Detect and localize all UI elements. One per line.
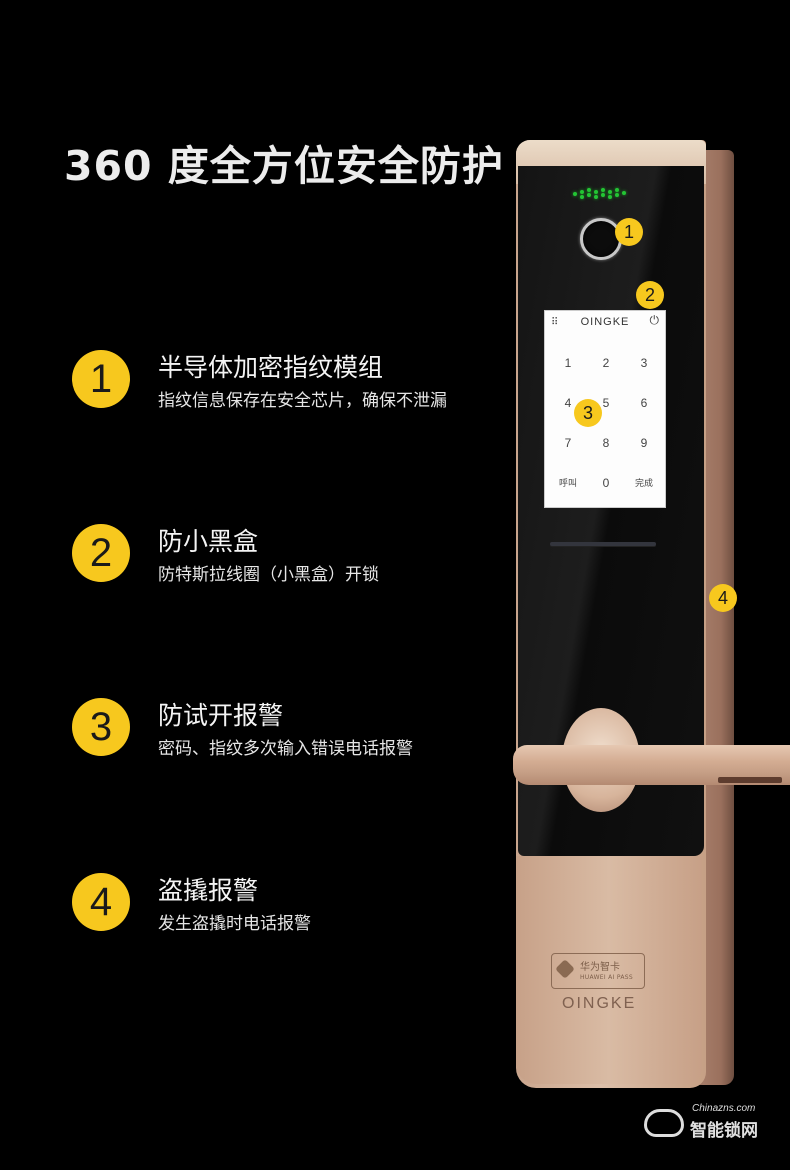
feature-description: 密码、指纹多次输入错误电话报警 xyxy=(158,739,413,759)
watermark-name: 智能锁网 xyxy=(690,1121,758,1141)
number-badge: 4 xyxy=(72,873,130,931)
huawei-pass-icon xyxy=(555,959,575,979)
cloud-logo-icon xyxy=(644,1109,684,1137)
watermark: Chinazns.com 智能锁网 xyxy=(644,1103,784,1143)
feature-title: 防试开报警 xyxy=(158,701,284,730)
feature-item-3: 3 防试开报警 密码、指纹多次输入错误电话报警 xyxy=(72,696,512,766)
number-badge: 3 xyxy=(72,698,130,756)
power-icon: ⏻ xyxy=(649,313,660,327)
lock-lower-plate xyxy=(516,856,702,1084)
touch-screen: ⠿ OINGKE ⏻ 1 2 3 4 5 6 7 8 9 呼叫 0 完成 xyxy=(544,310,666,508)
feature-item-2: 2 防小黑盒 防特斯拉线圈（小黑盒）开锁 xyxy=(72,522,512,592)
marker-4: 4 xyxy=(709,584,737,612)
key-7: 7 xyxy=(564,436,572,450)
handle-slot xyxy=(718,777,782,783)
key-1: 1 xyxy=(564,356,572,370)
key-4: 4 xyxy=(564,396,572,410)
feature-title: 半导体加密指纹模组 xyxy=(158,353,384,382)
screen-brand: OINGKE xyxy=(580,316,630,328)
fingerprint-sensor-icon xyxy=(580,218,622,260)
number-badge: 2 xyxy=(72,524,130,582)
plate-brand-logo: OINGKE xyxy=(562,995,637,1012)
key-done: 完成 xyxy=(634,478,653,488)
huawei-pass-label: 华为智卡 HUAWEI AI PASS xyxy=(551,953,645,989)
feature-title: 防小黑盒 xyxy=(158,527,259,556)
feature-description: 指纹信息保存在安全芯片，确保不泄漏 xyxy=(158,391,447,411)
page-title: 360 度全方位安全防护 xyxy=(64,142,504,190)
led-indicator-icon xyxy=(573,188,629,200)
key-6: 6 xyxy=(640,396,648,410)
feature-item-4: 4 盗撬报警 发生盗撬时电话报警 xyxy=(72,871,512,941)
feature-description: 防特斯拉线圈（小黑盒）开锁 xyxy=(158,565,379,585)
keypad: 1 2 3 4 5 6 7 8 9 呼叫 0 完成 xyxy=(549,343,663,503)
feature-title: 盗撬报警 xyxy=(158,876,259,905)
key-2: 2 xyxy=(602,356,610,370)
key-3: 3 xyxy=(640,356,648,370)
feature-item-1: 1 半导体加密指纹模组 指纹信息保存在安全芯片，确保不泄漏 xyxy=(72,348,512,418)
key-0: 0 xyxy=(602,476,610,490)
marker-2: 2 xyxy=(636,281,664,309)
card-reader-slot xyxy=(550,542,656,546)
feature-description: 发生盗撬时电话报警 xyxy=(158,914,311,934)
key-9: 9 xyxy=(640,436,648,450)
pass-label-en: HUAWEI AI PASS xyxy=(580,974,634,981)
grid-menu-icon: ⠿ xyxy=(551,317,559,328)
key-call: 呼叫 xyxy=(558,478,577,488)
marker-3: 3 xyxy=(574,399,602,427)
key-8: 8 xyxy=(602,436,610,450)
watermark-url: Chinazns.com xyxy=(692,1103,756,1114)
pass-label-cn: 华为智卡 xyxy=(580,962,620,973)
key-5: 5 xyxy=(602,396,610,410)
number-badge: 1 xyxy=(72,350,130,408)
marker-1: 1 xyxy=(615,218,643,246)
